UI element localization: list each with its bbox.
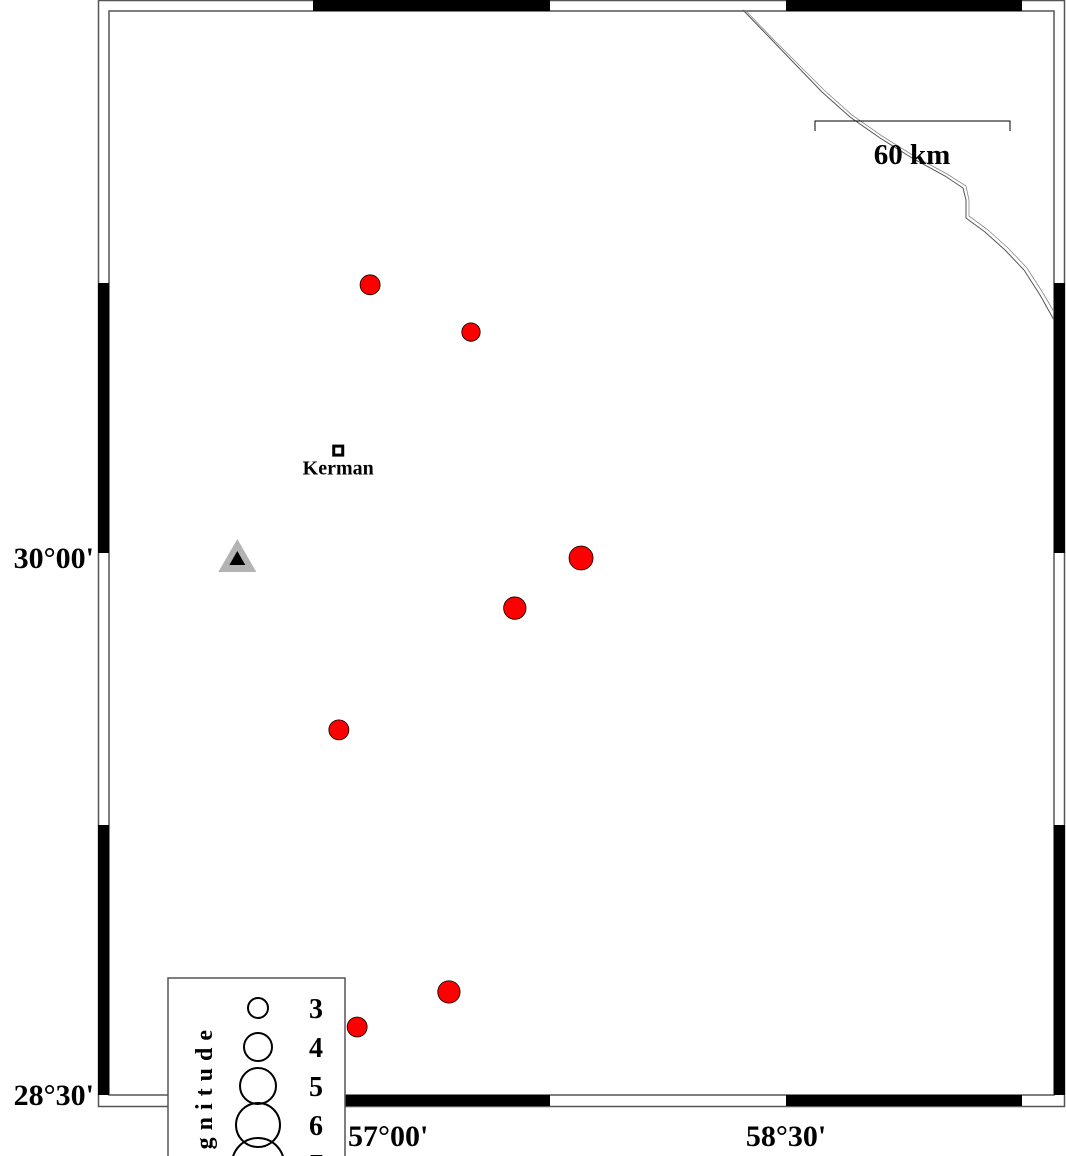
axis-labels: 30°00' 28°30' 57°00' 58°30' xyxy=(14,542,827,1153)
earthquake-events xyxy=(328,274,594,1038)
legend-circle xyxy=(235,1102,281,1148)
frame-tick-segment xyxy=(98,283,109,553)
earthquake-event xyxy=(461,322,481,342)
frame-tick-segment xyxy=(786,1095,1022,1106)
legend-label: 6 xyxy=(309,1111,323,1142)
earthquake-event xyxy=(328,719,350,741)
lon-label: 57°00' xyxy=(348,1120,428,1153)
lat-label: 28°30' xyxy=(14,1079,94,1112)
legend-circle xyxy=(243,1032,273,1062)
city-marker: Kerman xyxy=(303,444,374,480)
frame-tick-segment xyxy=(313,1095,550,1106)
scale-bar: 60 km xyxy=(814,120,1011,171)
map-frame xyxy=(97,0,1066,1108)
frame-tick-segment xyxy=(1054,825,1065,1095)
legend-label: 3 xyxy=(309,994,323,1025)
lat-label: 30°00' xyxy=(14,542,94,575)
frame-tick-segment xyxy=(98,825,109,1095)
legend-circle xyxy=(232,1137,284,1156)
earthquake-event xyxy=(503,596,527,620)
station-triangle-icon xyxy=(218,539,257,572)
lon-label: 58°30' xyxy=(746,1120,826,1153)
legend-label: 7 xyxy=(309,1150,323,1156)
coastline xyxy=(742,9,1055,321)
scale-bar-label: 60 km xyxy=(874,139,951,171)
earthquake-event xyxy=(346,1016,368,1038)
legend-label: 5 xyxy=(309,1072,323,1103)
magnitude-legend: Magnitude 3 4 5 6 7 xyxy=(167,977,346,1156)
legend-label: 4 xyxy=(309,1033,323,1064)
earthquake-event xyxy=(568,545,594,571)
earthquake-event xyxy=(359,274,381,296)
legend-title: Magnitude xyxy=(192,1023,218,1156)
city-label: Kerman xyxy=(303,458,374,480)
station-inner xyxy=(229,551,246,565)
frame-tick-segment xyxy=(313,0,550,11)
earthquake-event xyxy=(437,980,461,1004)
frame-tick-segment xyxy=(1054,283,1065,553)
coastline-inner xyxy=(744,9,1055,313)
legend-circle xyxy=(247,997,269,1019)
frame-outer xyxy=(97,0,1066,1108)
city-square-icon xyxy=(332,444,345,457)
frame-tick-segment xyxy=(786,0,1022,11)
